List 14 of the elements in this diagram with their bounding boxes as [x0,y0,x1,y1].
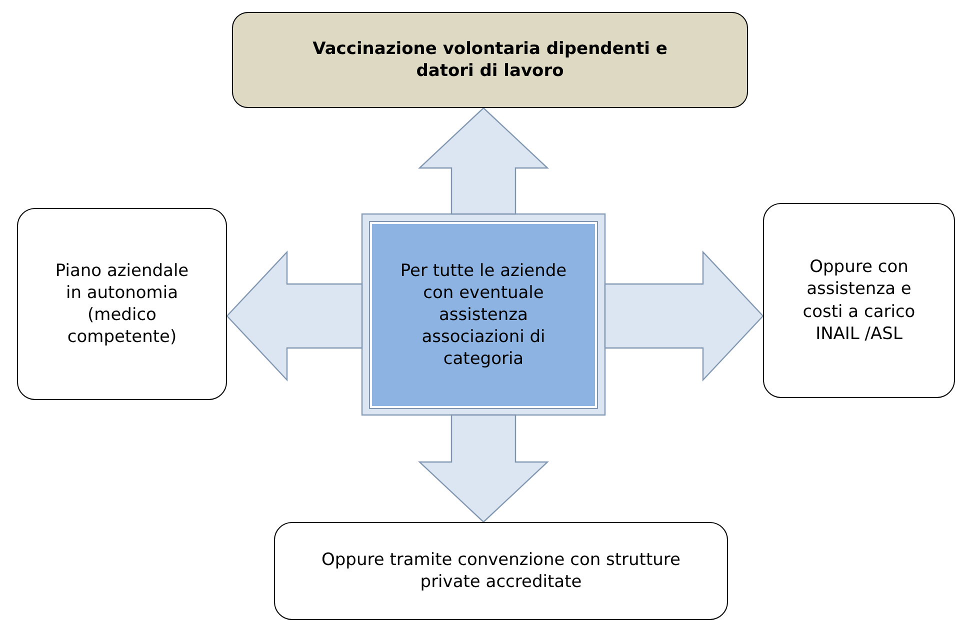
node-text: Piano aziendale in autonomia (medico competente) [54,260,190,348]
node-text: Oppure con assistenza e costi a carico INAIL /ASL [802,256,916,345]
block-arrow [418,414,550,523]
block-arrow [418,107,550,215]
center-box [370,222,597,408]
block-arrow [604,250,764,382]
node-text: Per tutte le aziende con eventuale assistenza associazioni di categoria [399,260,568,370]
node-text: Vaccinazione volontaria dipendenti e datori di lavoro [312,38,668,82]
option-box [17,208,227,400]
block-arrow [226,250,363,382]
option-box [274,522,728,620]
option-box [232,12,748,108]
node-text: Oppure tramite convenzione con strutture private accreditate [320,548,682,594]
option-box [763,203,955,398]
